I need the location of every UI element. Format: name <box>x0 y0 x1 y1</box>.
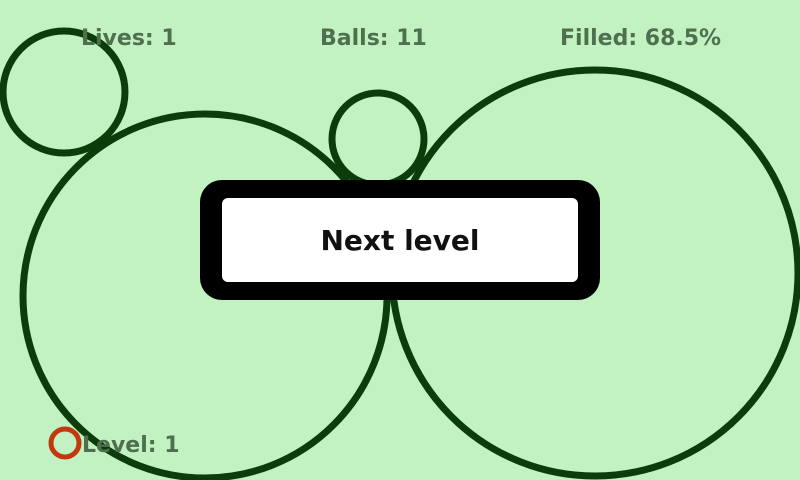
filled-circle-small-top-left <box>0 27 129 157</box>
filled-circle-small-center <box>328 89 428 189</box>
ball-icon <box>48 426 82 460</box>
filled-percentage: Filled: 68.5% <box>560 26 722 51</box>
next-level-button[interactable]: Next level <box>200 180 600 300</box>
next-level-button-face[interactable]: Next level <box>222 198 578 282</box>
balls-counter: Balls: 11 <box>320 26 427 51</box>
next-level-label: Next level <box>320 223 480 257</box>
level-indicator: Level: 1 <box>82 433 180 458</box>
lives-counter: Lives: 1 <box>81 26 177 51</box>
